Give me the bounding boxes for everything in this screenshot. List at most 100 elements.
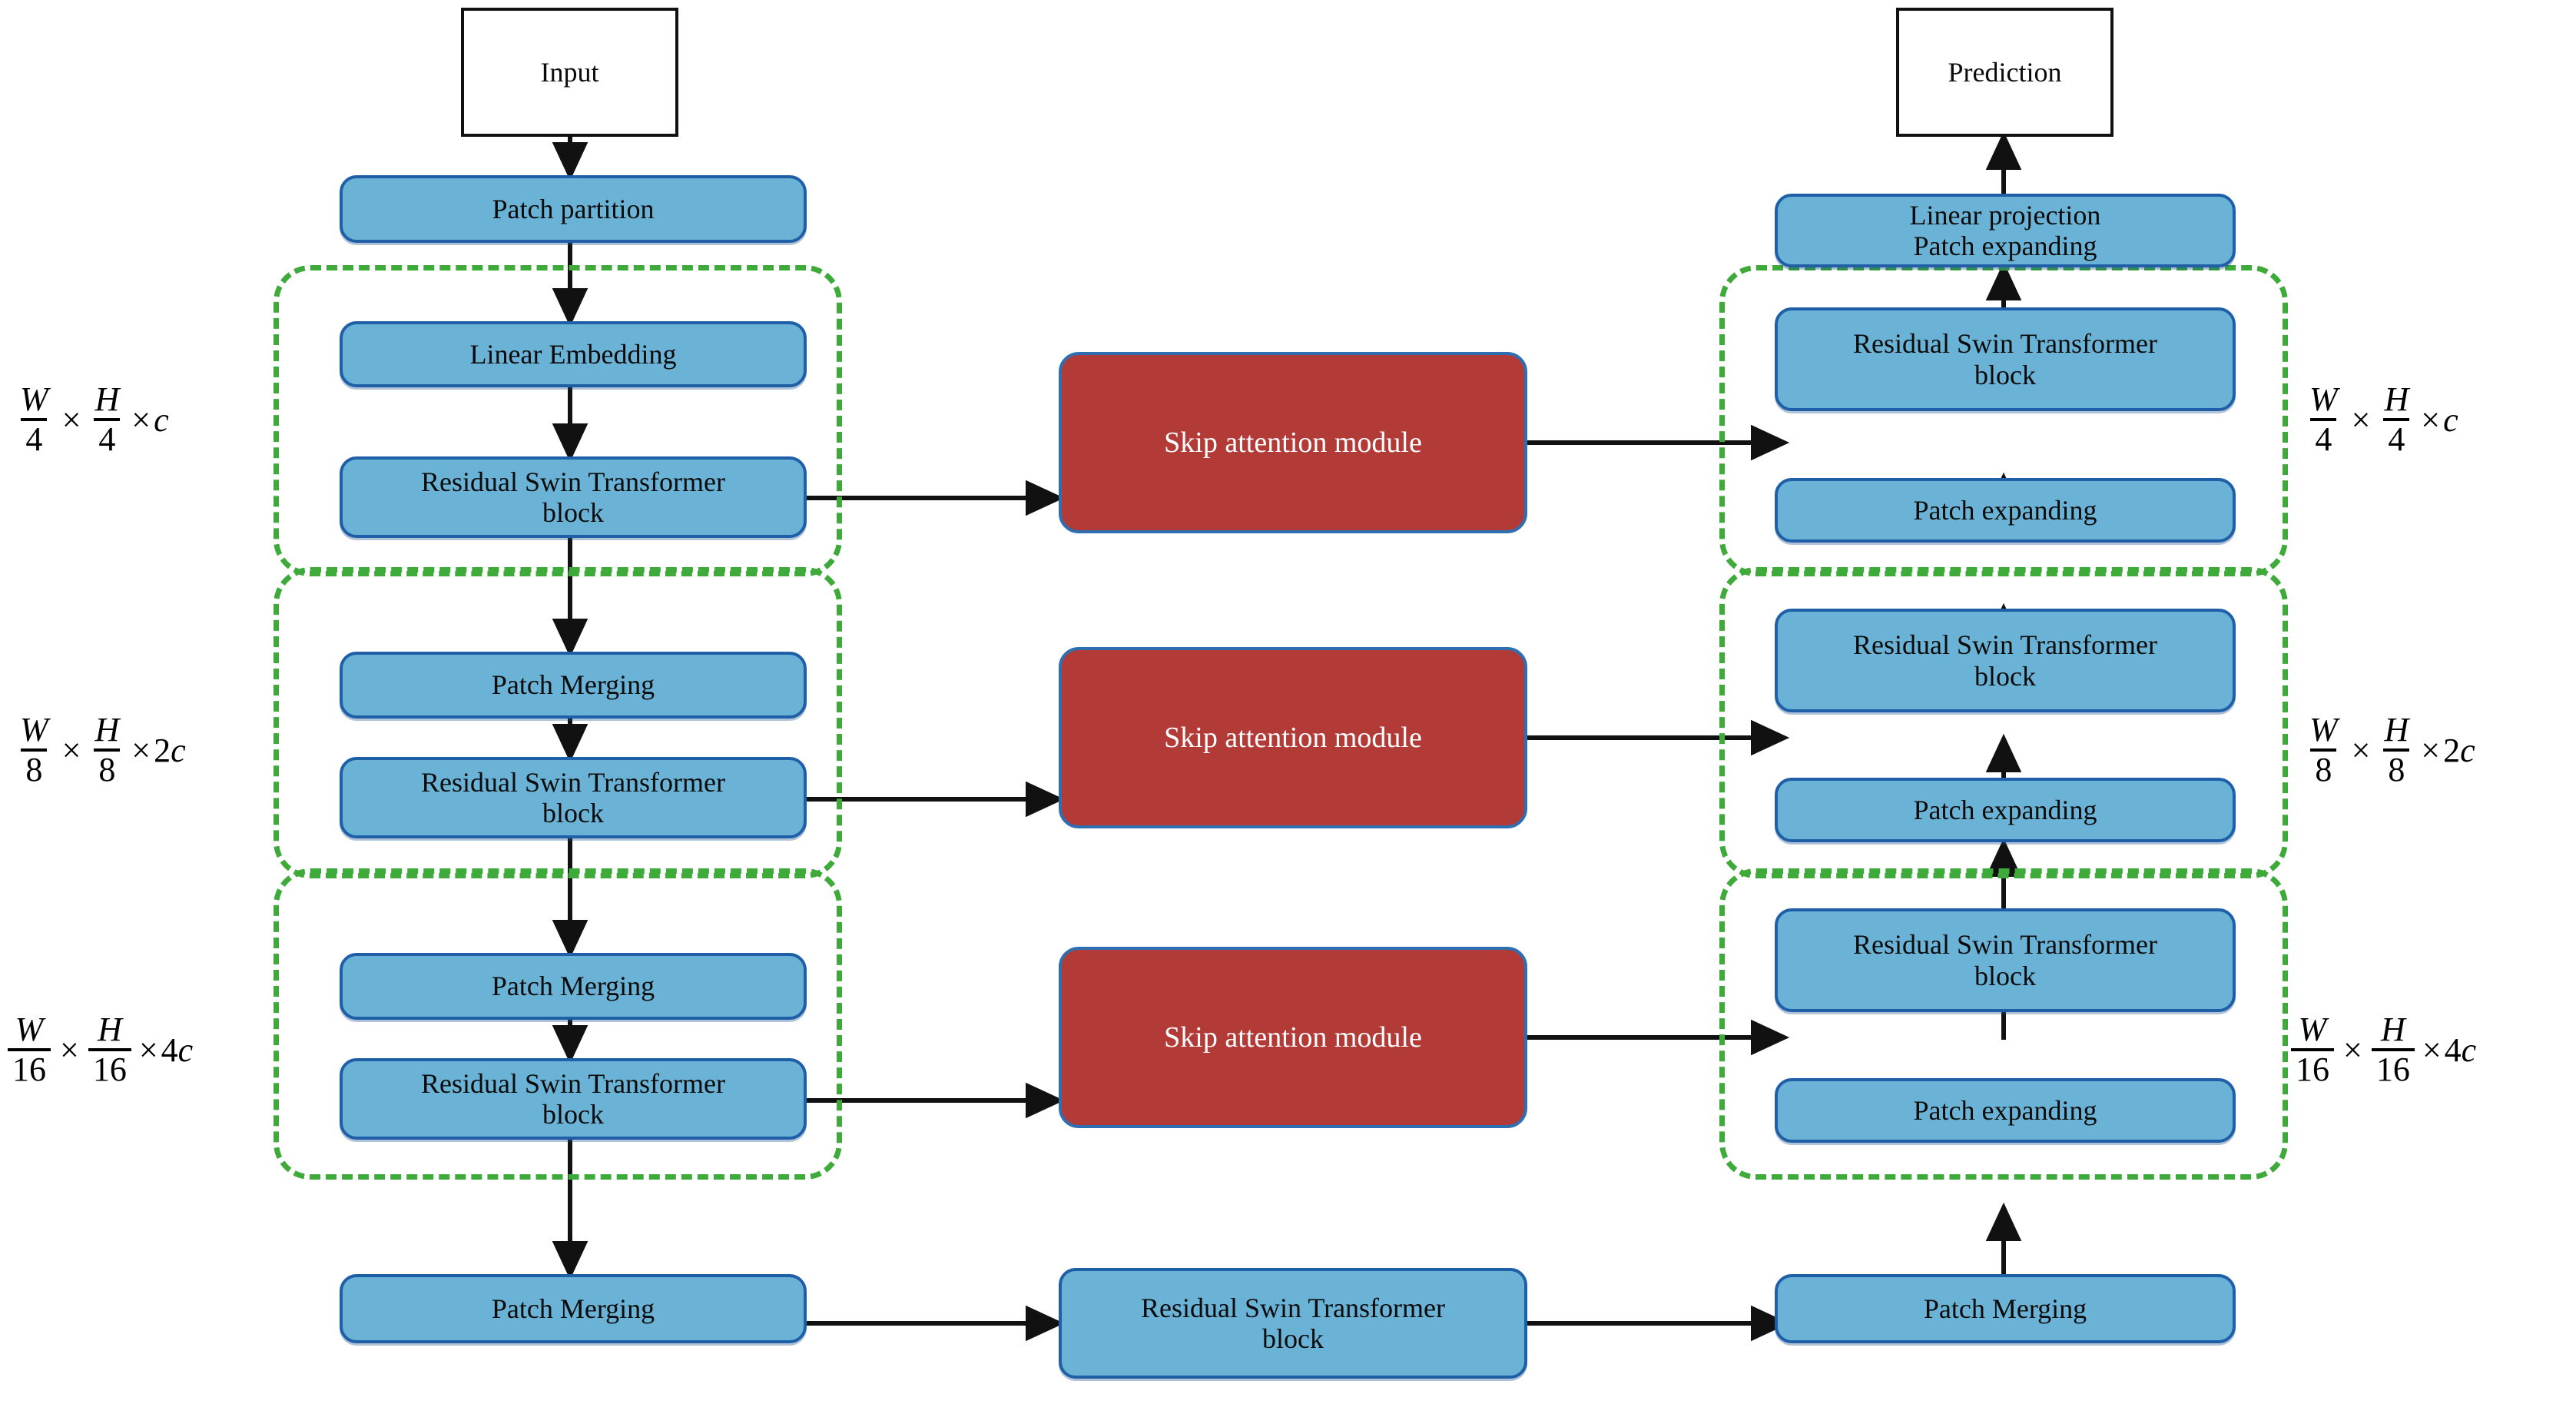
- channel-variable: c: [2460, 731, 2475, 769]
- fraction-denominator: 4: [21, 418, 48, 456]
- decoder-patch-expanding-1-box[interactable]: Patch expanding: [1775, 478, 2236, 543]
- prediction-box[interactable]: Prediction: [1896, 8, 2114, 137]
- decoder-patch-expanding-3-label: Patch expanding: [1913, 1094, 2097, 1126]
- times-symbol-1: ×: [60, 1031, 79, 1069]
- decoder-rstb-3-box[interactable]: Residual Swin Transformer block: [1775, 908, 2236, 1012]
- fraction-denominator: 8: [2310, 748, 2337, 787]
- fraction-numerator: H: [2384, 380, 2409, 418]
- bottleneck-rstb-box[interactable]: Residual Swin Transformer block: [1059, 1268, 1527, 1379]
- decoder-rstb-3-label: Residual Swin Transformer block: [1845, 929, 2165, 991]
- fraction-denominator: 4: [2310, 418, 2337, 456]
- decoder-bottom-patch-merging-label: Patch Merging: [1923, 1293, 2087, 1324]
- skip-attention-module-2-box[interactable]: Skip attention module: [1059, 647, 1527, 828]
- fraction-h-8-right: H 8: [2379, 713, 2413, 787]
- channel-variable: c: [177, 1031, 194, 1069]
- fraction-denominator: 16: [88, 1048, 131, 1087]
- bottleneck-rstb-line1: Residual Swin Transformer: [1141, 1292, 1445, 1323]
- fraction-numerator: W: [2309, 380, 2338, 418]
- channel-coefficient: 4: [2444, 1031, 2462, 1069]
- bottleneck-rstb-label: Residual Swin Transformer block: [1133, 1293, 1453, 1355]
- fraction-h-8-left: H 8: [90, 713, 124, 787]
- fraction-h-16-right: H 16: [2371, 1011, 2415, 1087]
- fraction-numerator: H: [94, 380, 120, 418]
- fraction-h-4-right: H 4: [2379, 383, 2413, 456]
- decoder-patch-expanding-2-box[interactable]: Patch expanding: [1775, 778, 2236, 842]
- resolution-label-left-2: W 8 × H 8 × 2 c: [14, 713, 186, 787]
- prediction-label: Prediction: [1948, 56, 2062, 88]
- fraction-denominator: 16: [8, 1048, 51, 1087]
- decoder-rstb-1-box[interactable]: Residual Swin Transformer block: [1775, 307, 2236, 411]
- decoder-rstb-2-line2: block: [1974, 660, 2036, 692]
- resolution-label-right-1: W 4 × H 4 × c: [2303, 383, 2458, 456]
- fraction-numerator: H: [2380, 1011, 2405, 1048]
- decoder-rstb-2-line1: Residual Swin Transformer: [1853, 629, 2157, 661]
- encoder-rstb-3-line2: block: [542, 1099, 604, 1130]
- encoder-rstb-2-box[interactable]: Residual Swin Transformer block: [340, 757, 807, 838]
- fraction-numerator: H: [97, 1011, 122, 1048]
- linear-embedding-label: Linear Embedding: [469, 338, 677, 370]
- linear-projection-label: Linear projection Patch expanding: [1902, 200, 2109, 262]
- encoder-bottom-patch-merging-label: Patch Merging: [491, 1293, 655, 1324]
- fraction-denominator: 4: [94, 418, 121, 456]
- decoder-patch-expanding-1-label: Patch expanding: [1913, 494, 2097, 526]
- fraction-denominator: 4: [2383, 418, 2410, 456]
- encoder-patch-merging-2-box[interactable]: Patch Merging: [340, 953, 807, 1020]
- fraction-h-16-left: H 16: [88, 1013, 131, 1087]
- fraction-h-4-left: H 4: [90, 383, 124, 456]
- times-symbol-2: ×: [2421, 731, 2441, 769]
- decoder-rstb-2-label: Residual Swin Transformer block: [1845, 629, 2165, 692]
- linear-embedding-box[interactable]: Linear Embedding: [340, 321, 807, 387]
- resolution-label-right-2: W 8 × H 8 × 2 c: [2303, 713, 2475, 787]
- channel-variable: c: [2443, 400, 2458, 439]
- channel-coefficient: 2: [154, 731, 171, 769]
- decoder-bottom-patch-merging-box[interactable]: Patch Merging: [1775, 1274, 2236, 1343]
- encoder-rstb-1-box[interactable]: Residual Swin Transformer block: [340, 456, 807, 538]
- fraction-w-16-right: W 16: [2291, 1013, 2334, 1087]
- decoder-rstb-1-line2: block: [1974, 359, 2036, 390]
- decoder-rstb-1-label: Residual Swin Transformer block: [1845, 328, 2165, 390]
- encoder-patch-merging-1-box[interactable]: Patch Merging: [340, 652, 807, 719]
- fraction-numerator: W: [20, 711, 48, 748]
- fraction-numerator: H: [94, 711, 120, 748]
- decoder-rstb-3-line2: block: [1974, 960, 2036, 991]
- fraction-numerator: W: [15, 1011, 44, 1048]
- resolution-label-left-3: W 16 × H 16 × 4 c: [6, 1013, 193, 1087]
- decoder-rstb-2-box[interactable]: Residual Swin Transformer block: [1775, 609, 2236, 712]
- times-symbol-1: ×: [2351, 731, 2371, 769]
- linear-projection-box[interactable]: Linear projection Patch expanding: [1775, 194, 2236, 267]
- fraction-numerator: W: [20, 380, 48, 418]
- encoder-rstb-2-label: Residual Swin Transformer block: [413, 767, 733, 829]
- patch-partition-label: Patch partition: [492, 193, 655, 224]
- encoder-bottom-patch-merging-box[interactable]: Patch Merging: [340, 1274, 807, 1343]
- encoder-rstb-2-line1: Residual Swin Transformer: [421, 766, 725, 798]
- times-symbol-2: ×: [131, 400, 151, 439]
- skip-attention-module-3-box[interactable]: Skip attention module: [1059, 947, 1527, 1128]
- fraction-w-8-right: W 8: [2305, 713, 2342, 787]
- decoder-rstb-1-line1: Residual Swin Transformer: [1853, 328, 2157, 360]
- times-symbol-2: ×: [138, 1031, 158, 1069]
- input-label: Input: [540, 56, 599, 88]
- fraction-denominator: 16: [2291, 1048, 2334, 1087]
- decoder-rstb-3-line1: Residual Swin Transformer: [1853, 929, 2157, 961]
- decoder-patch-expanding-3-box[interactable]: Patch expanding: [1775, 1078, 2236, 1143]
- encoder-rstb-1-line1: Residual Swin Transformer: [421, 466, 725, 497]
- encoder-rstb-1-line2: block: [542, 497, 604, 528]
- input-box[interactable]: Input: [461, 8, 678, 137]
- fraction-w-8-left: W 8: [15, 713, 53, 787]
- fraction-numerator: W: [2309, 711, 2338, 748]
- resolution-label-left-1: W 4 × H 4 × c: [14, 383, 169, 456]
- encoder-rstb-1-label: Residual Swin Transformer block: [413, 466, 733, 529]
- times-symbol-2: ×: [2422, 1031, 2442, 1069]
- patch-partition-box[interactable]: Patch partition: [340, 175, 807, 243]
- times-symbol-1: ×: [61, 731, 81, 769]
- fraction-denominator: 8: [2383, 748, 2410, 787]
- skip-attention-module-1-box[interactable]: Skip attention module: [1059, 352, 1527, 533]
- fraction-numerator: H: [2384, 711, 2409, 748]
- times-symbol-1: ×: [2343, 1031, 2362, 1069]
- encoder-rstb-3-box[interactable]: Residual Swin Transformer block: [340, 1058, 807, 1140]
- resolution-label-right-3: W 16 × H 16 × 4 c: [2289, 1013, 2476, 1087]
- fraction-w-4-left: W 4: [15, 383, 53, 456]
- bottleneck-rstb-line2: block: [1262, 1323, 1324, 1354]
- channel-variable: c: [171, 731, 186, 769]
